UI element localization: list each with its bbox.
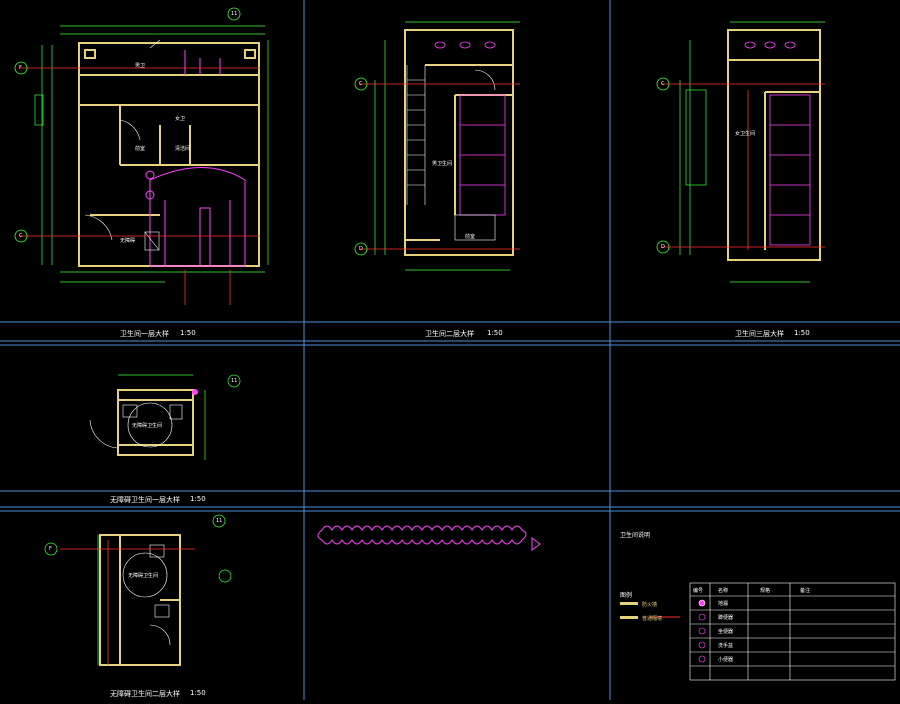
panel-floor3-plan [656, 21, 825, 283]
panel-scale-4: 1:50 [190, 495, 206, 503]
legend-table [689, 582, 896, 681]
axis-label-11-4: 11 [231, 378, 238, 384]
legend-row-1: 地漏 [718, 601, 729, 607]
axis-label-11: 11 [231, 11, 238, 17]
revision-cloud [317, 525, 541, 551]
legend-item-partition: 普通隔墙 [642, 616, 663, 622]
panel-scale-1: 1:50 [180, 329, 196, 337]
room-label-p2-men: 男卫生间 [432, 161, 453, 167]
room-label-p1-women: 女卫 [175, 116, 186, 122]
legend-header-note: 备注 [800, 588, 811, 594]
room-label-p3-women: 女卫生间 [735, 131, 756, 137]
room-label-p1-men: 男卫 [135, 63, 146, 69]
legend-line-swatches [620, 602, 680, 619]
axis-label-11-5: 11 [216, 518, 223, 524]
legend-row-2: 蹲便器 [718, 615, 734, 621]
legend-row-3: 坐便器 [718, 629, 734, 635]
panel-scale-3: 1:50 [794, 329, 810, 337]
panel-floor1-plan [14, 7, 269, 305]
room-label-p4-accessible: 无障碍卫生间 [132, 423, 163, 429]
panel-title-5: 无障碍卫生间二层大样 [110, 690, 180, 698]
panel-title-2: 卫生间二层大样 [425, 330, 474, 338]
room-label-p1-accessible: 无障碍 [120, 238, 136, 244]
legend-header-spec: 规格 [760, 588, 771, 594]
panel-accessible-floor1 [89, 374, 241, 460]
panel-title-3: 卫生间三层大样 [735, 330, 784, 338]
panel-accessible-floor2 [44, 514, 232, 666]
room-label-p5-accessible: 无障碍卫生间 [128, 573, 159, 579]
axis-label-c: C [19, 233, 23, 239]
axis-label-f: F [19, 65, 22, 71]
axis-label-c-3: C [661, 81, 665, 87]
panel-scale-2: 1:50 [487, 329, 503, 337]
panel-scale-5: 1:50 [190, 689, 206, 697]
legend-title: 图例 [620, 592, 633, 599]
legend-item-firewall: 防火墙 [642, 602, 658, 608]
room-label-p2-lobby: 前室 [465, 234, 476, 240]
room-label-p1-lobby: 前室 [135, 146, 146, 152]
axis-label-d-2: D [359, 246, 363, 252]
panel-title-4: 无障碍卫生间一层大样 [110, 496, 180, 504]
axis-label-f-5: F [49, 546, 52, 552]
legend-row-5: 小便器 [718, 657, 734, 663]
axis-label-c-2: C [359, 81, 363, 87]
legend-header-name: 名称 [718, 588, 729, 594]
legend-row-4: 洗手盆 [718, 643, 734, 649]
notes-title: 卫生间说明 [620, 532, 651, 539]
room-label-p1-janitor: 清洁间 [175, 146, 191, 152]
panel-title-1: 卫生间一层大样 [120, 330, 169, 338]
legend-header-no: 编号 [693, 588, 704, 594]
panel-floor2-plan [354, 21, 520, 271]
axis-label-d-3: D [661, 244, 665, 250]
